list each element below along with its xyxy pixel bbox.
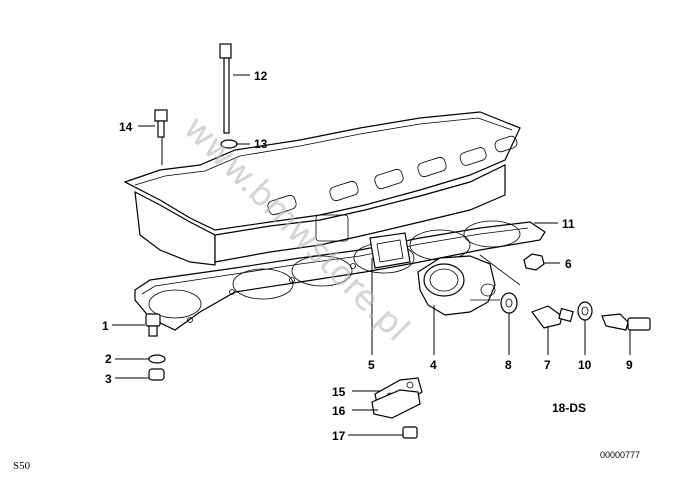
callout-1: 1 [102, 319, 109, 333]
callout-14: 14 [119, 120, 133, 134]
hex-nut [402, 426, 418, 439]
port-gasket [369, 232, 411, 269]
callout-13: 13 [254, 137, 268, 151]
callout-7: 7 [544, 358, 551, 372]
head-gasket [134, 220, 546, 331]
temperature-sender [601, 313, 651, 331]
callout-9: 9 [626, 358, 633, 372]
callout-17: 17 [332, 429, 346, 443]
nut [523, 253, 545, 271]
leader-lines [112, 74, 631, 436]
bolt-short [154, 109, 168, 138]
callout-8: 8 [505, 358, 512, 372]
temperature-sensor [531, 305, 574, 329]
thermostat-housing [417, 255, 496, 316]
callout-5: 5 [368, 358, 375, 372]
plug-part [145, 313, 161, 337]
callout-15: 15 [332, 385, 346, 399]
diagram-code: 18-DS [552, 401, 586, 415]
sealing-ring [148, 354, 166, 364]
cylinder-head [123, 111, 521, 266]
callout-4: 4 [430, 358, 437, 372]
seal-ring [577, 301, 593, 321]
callout-10: 10 [578, 358, 592, 372]
callout-3: 3 [105, 372, 112, 386]
bolt-long [219, 43, 232, 134]
callout-11: 11 [562, 217, 575, 231]
callout-2: 2 [105, 352, 112, 366]
callout-16: 16 [332, 404, 346, 418]
cover-flange [371, 377, 423, 419]
callout-12: 12 [254, 69, 268, 83]
image-number: 00000777 [600, 450, 640, 460]
gasket-ring [500, 292, 518, 314]
sealing-plug [148, 368, 165, 381]
model-code: S50 [13, 460, 31, 472]
callout-6: 6 [565, 257, 572, 271]
